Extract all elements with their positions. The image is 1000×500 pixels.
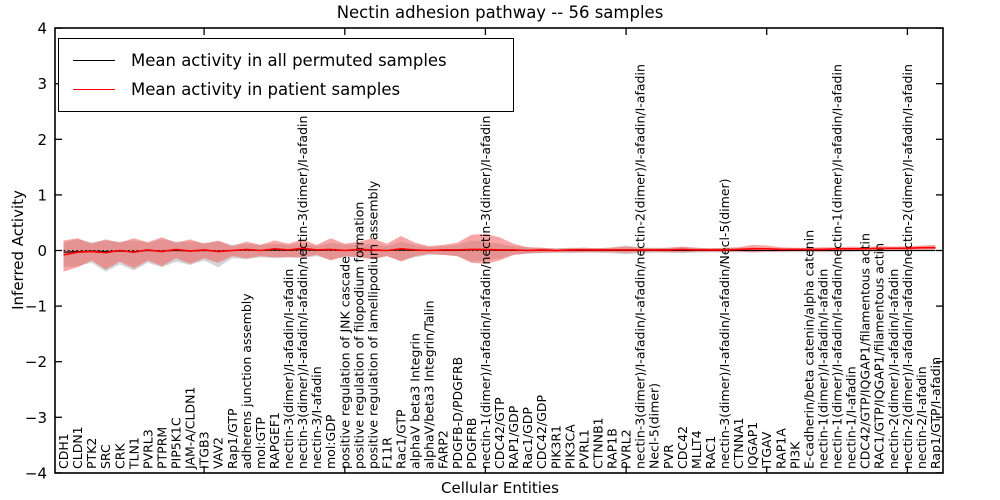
patient-line-swatch (73, 89, 115, 90)
y-tick-label: −3 (25, 409, 47, 427)
x-axis-label: Cellular Entities (441, 479, 559, 497)
x-category-label: positive regulation of JNK cascade (337, 256, 352, 469)
x-category-label: PIK3R1 (548, 425, 563, 469)
patient-mean-line (63, 246, 936, 256)
y-tick-label: −4 (25, 464, 47, 482)
x-category-label: VAV2 (211, 437, 226, 469)
x-category-label: CDC42/GTP/IQGAP1/filamentous actin (858, 233, 873, 469)
x-category-label: nectin-2(dimer)/I-afadin/I-afadin/nectin… (900, 64, 915, 469)
y-tick-label: 3 (37, 75, 47, 93)
x-category-label: F11R (380, 437, 395, 469)
x-category-label: E-cadherin/beta catenin/alpha catenin (801, 230, 816, 469)
chart-title: Nectin adhesion pathway -- 56 samples (336, 3, 664, 22)
x-category-label: ITGB3 (197, 431, 212, 469)
x-category-label: nectin-1(dimer)/I-afadin/I-afadin (816, 269, 831, 469)
x-category-label: nectin-3(dimer)/I-afadin/I-afadin/nectin… (295, 116, 310, 469)
y-tick-label: −2 (25, 353, 47, 371)
x-category-label: MLLT4 (689, 430, 704, 469)
x-category-label: nectin-3(dimer)/I-afadin/I-afadin/Necl-5… (717, 178, 732, 469)
x-category-label: RAP1A (773, 428, 788, 469)
x-category-label: FARP2 (436, 430, 451, 469)
x-category-label: Rac1/GTP (394, 409, 409, 469)
x-category-label: alphaV beta3 Integrin (408, 333, 423, 469)
x-category-label: JAM-A/CLDN1 (183, 387, 198, 470)
x-category-label: CDC42 (675, 426, 690, 469)
x-category-label: nectin-3(dimer)/I-afadin/I-afadin (281, 269, 296, 469)
x-category-label: nectin-1(dimer)/I-afadin/I-afadin/nectin… (478, 116, 493, 469)
x-category-label: PDGFRB (464, 418, 479, 469)
x-category-label: RAC1 (703, 436, 718, 469)
x-category-label: CTNNA1 (731, 417, 746, 469)
x-category-label: CDH1 (56, 433, 71, 469)
x-category-label: CTNNB1 (591, 417, 606, 469)
x-category-label: alphaV/beta3 Integrin/Talin (422, 301, 437, 470)
x-category-label: PIP5K1C (169, 417, 184, 469)
x-category-label: CDC42/GTP (492, 397, 507, 469)
x-category-label: PVRL3 (140, 429, 155, 469)
x-category-label: RAP1B (605, 428, 620, 469)
x-category-label: PVRL2 (619, 429, 634, 469)
x-category-label: RAP1/GDP (506, 405, 521, 469)
legend-item-permuted: Mean activity in all permuted samples (73, 46, 503, 75)
x-category-label: nectin-1(dimer)/I-afadin/I-afadin/nectin… (830, 64, 845, 469)
y-tick-label: 0 (37, 242, 47, 260)
x-category-label: PTPRM (155, 427, 170, 469)
x-category-label: IQGAP1 (745, 422, 760, 469)
y-tick-label: −1 (25, 298, 47, 316)
legend-label-permuted: Mean activity in all permuted samples (131, 51, 447, 70)
x-category-label: PIK3CA (562, 424, 577, 469)
x-category-label: PI3K (787, 441, 802, 469)
x-category-label: PVR (661, 444, 676, 469)
x-category-label: ITGAV (759, 431, 774, 469)
x-category-label: CDC42/GDP (534, 394, 549, 469)
legend-label-patient: Mean activity in patient samples (131, 80, 401, 99)
x-category-label: RAPGEF1 (267, 412, 282, 469)
x-category-label: CRK (112, 443, 127, 469)
x-category-label: nectin-2(dimer)/I-afadin/I-afadin (886, 269, 901, 469)
x-category-label: TLN1 (126, 437, 141, 470)
y-tick-label: 2 (37, 131, 47, 149)
x-category-label: nectin-3/I-afadin (309, 366, 324, 469)
x-category-label: nectin-3(dimer)/I-afadin/I-afadin/nectin… (633, 64, 648, 469)
y-tick-label: 1 (37, 186, 47, 204)
permuted-line-swatch (73, 60, 115, 61)
x-category-label: SRC (98, 444, 113, 469)
x-category-label: nectin-1/I-afadin (844, 366, 859, 469)
x-category-label: Necl-5(dimer) (647, 383, 662, 469)
x-category-label: mol:GTP (253, 417, 268, 469)
x-category-label: adherens junction assembly (239, 293, 254, 469)
x-category-label: Rac1/GDP (520, 407, 535, 469)
x-category-label: positive regulation of filopodium format… (351, 202, 366, 469)
x-category-label: mol:GDP (323, 414, 338, 469)
x-category-label: Rap1/GTP (225, 408, 240, 469)
x-category-label: PDGFB-D/PDGFRB (450, 357, 465, 469)
y-tick-label: 4 (37, 20, 47, 38)
legend: Mean activity in all permuted samples Me… (58, 38, 514, 112)
x-category-label: CLDN1 (70, 426, 85, 469)
x-category-label: nectin-2/I-afadin (914, 366, 929, 469)
x-category-label: positive regulation of lamellipodium ass… (365, 180, 380, 469)
x-category-label: PTK2 (84, 438, 99, 469)
x-category-label: PVRL1 (576, 429, 591, 469)
x-category-label: Rap1/GTP/I-afadin (928, 357, 943, 469)
patient-band (63, 233, 936, 272)
x-category-label: RAC1/GTP/IQGAP1/filamentous actin (872, 243, 887, 469)
legend-item-patient: Mean activity in patient samples (73, 75, 503, 104)
